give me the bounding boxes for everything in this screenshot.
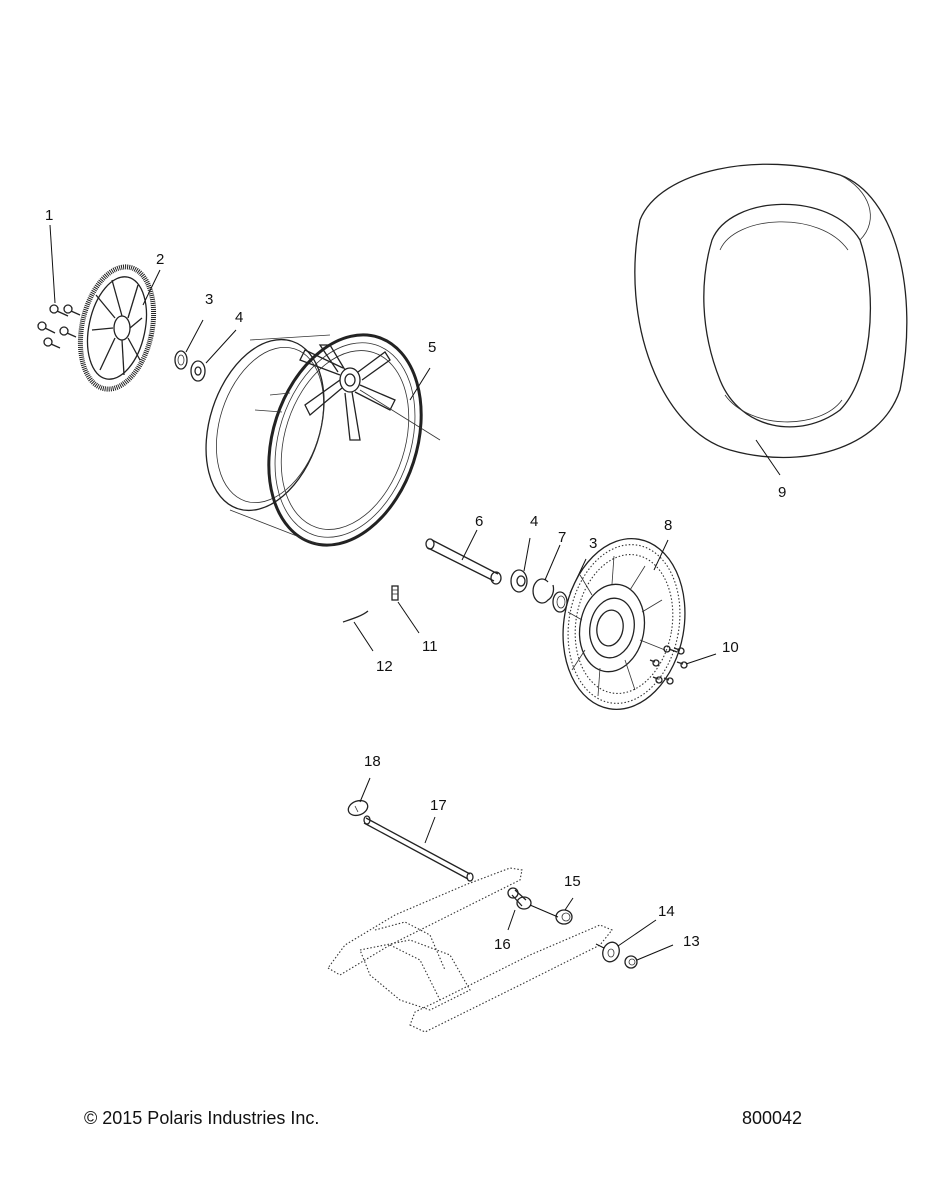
part-3-seal-right[interactable] (552, 591, 568, 613)
part-10-disc-bolts[interactable] (649, 645, 688, 685)
part-1-bolts[interactable] (37, 304, 81, 349)
part-9-tire[interactable] (634, 163, 908, 459)
callout-4a: 4 (235, 309, 243, 326)
part-3-seal[interactable] (174, 350, 188, 370)
part-5-wheel-rim[interactable] (185, 315, 446, 565)
callout-7: 7 (558, 529, 566, 546)
part-17-pivot-shaft[interactable] (363, 815, 474, 882)
part-6-spacer-tube[interactable] (359, 389, 502, 585)
part-4-bearing-right[interactable] (510, 569, 528, 593)
callout-17: 17 (430, 797, 447, 814)
part-18-cap[interactable] (346, 798, 370, 818)
part-15-bushing[interactable] (555, 909, 573, 925)
callout-1: 1 (45, 207, 53, 224)
callout-5: 5 (428, 339, 436, 356)
callout-15: 15 (564, 873, 581, 890)
callout-14: 14 (658, 903, 675, 920)
callout-6: 6 (475, 513, 483, 530)
part-11-valve-stem[interactable] (391, 585, 399, 601)
copyright-notice: © 2015 Polaris Industries Inc. (84, 1108, 320, 1128)
callout-16: 16 (494, 936, 511, 953)
callout-9: 9 (778, 484, 786, 501)
part-8-brake-disc[interactable] (550, 529, 698, 719)
part-13-nut[interactable] (624, 955, 638, 969)
part-4-bearing[interactable] (190, 360, 206, 382)
part-2-sprocket[interactable] (70, 260, 164, 396)
callout-13: 13 (683, 933, 700, 950)
callout-4b: 4 (530, 513, 538, 530)
part-16-sleeve[interactable] (507, 887, 559, 918)
callout-3a: 3 (205, 291, 213, 308)
callout-3b: 3 (589, 535, 597, 552)
part-14-washer[interactable] (595, 940, 622, 964)
part-12-balance-weight[interactable] (342, 610, 369, 623)
part-7-snap-ring[interactable] (532, 578, 555, 604)
callout-10: 10 (722, 639, 739, 656)
callout-2: 2 (156, 251, 164, 268)
callout-12: 12 (376, 658, 393, 675)
callout-11: 11 (422, 638, 438, 655)
callout-18: 18 (364, 753, 381, 770)
swingarm[interactable] (327, 867, 613, 1033)
drawing-number: 800042 (742, 1108, 803, 1128)
callout-8: 8 (664, 517, 672, 534)
